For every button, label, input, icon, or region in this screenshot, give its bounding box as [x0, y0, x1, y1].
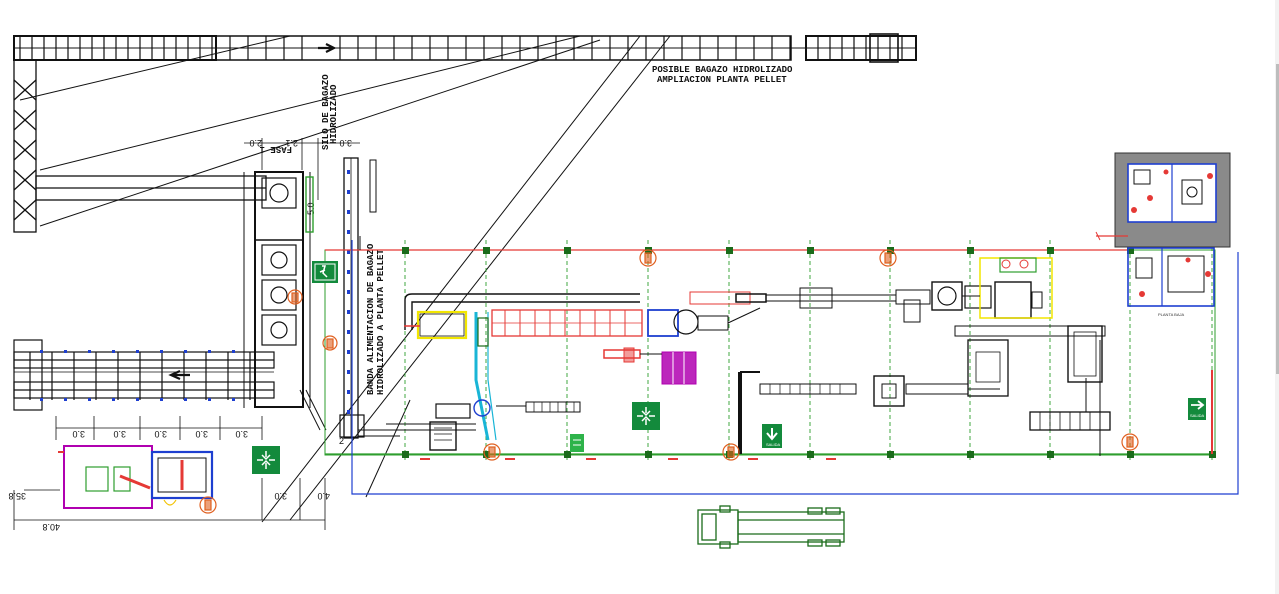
- dim-4-0: 4.0: [317, 491, 330, 501]
- process-line: [386, 257, 1111, 454]
- dim-35-8: 35.8: [8, 491, 26, 501]
- assembly-point-sign-1: [252, 446, 280, 474]
- assembly-point-sign-2: [632, 402, 660, 430]
- emergency-exit-sign-1: [312, 261, 338, 283]
- bottom-dimensions: 3.0 3.0 3.0 3.0 3.0 3.0 4.0 35.8 40.8 2: [8, 416, 344, 532]
- salida-label-1: SALIDA: [766, 442, 781, 447]
- left-conveyor-tower: [13, 59, 267, 233]
- flow-arrow-icon: [318, 43, 337, 53]
- dim-bottom-3-0-a: 3.0: [72, 429, 85, 439]
- fire-extinguisher-icon: [639, 249, 657, 267]
- fase-label: FASE 1: [259, 144, 292, 154]
- right-arrow-icon: [1191, 400, 1205, 410]
- red-markers: [420, 458, 836, 460]
- ampliacion-planta-label: AMPLIACION PLANTA PELLET: [657, 75, 787, 85]
- fire-extinguisher-icons: [199, 249, 1139, 514]
- fire-extinguisher-icon: [722, 443, 740, 461]
- fire-extinguisher-icon: [483, 443, 501, 461]
- office-block: PLANTA BAJA: [1095, 152, 1231, 317]
- dim-bottom-3-0-c: 3.0: [154, 429, 167, 439]
- assembly-point-icon: [257, 451, 275, 469]
- fire-extinguisher-icon: [199, 496, 217, 514]
- fire-extinguisher-icon: [879, 249, 897, 267]
- dim-bottom-3-0-e: 3.0: [235, 429, 248, 439]
- small-exit-sign: [570, 434, 584, 452]
- fire-extinguisher-icon: [1121, 433, 1139, 451]
- dim-5-0: 5.0: [306, 202, 316, 215]
- assembly-point-icon-2: [637, 407, 655, 425]
- running-man-icon: [319, 265, 328, 278]
- control-room-building: [58, 445, 214, 509]
- salida-label-2: SALIDA: [1190, 413, 1205, 418]
- misc-strokes: [358, 159, 1101, 456]
- dim-2: 2: [339, 436, 344, 446]
- down-arrow-icon: [766, 428, 778, 441]
- silo-sublabel: HIDROLIZADO: [329, 84, 339, 144]
- dim-3-0-right: 3.0: [274, 491, 287, 501]
- fire-extinguisher-icon: [322, 335, 338, 351]
- plant-grid: [324, 240, 1239, 495]
- silo-label: SILO DE BAGAZO: [321, 74, 331, 150]
- top-conveyor: [13, 33, 917, 63]
- emergency-exit-sign-2: SALIDA: [762, 424, 782, 448]
- flow-arrow-left-icon: [168, 369, 190, 381]
- dim-40-8: 40.8: [42, 522, 60, 532]
- posible-bagazo-label: POSIBLE BAGAZO HIDROLIZADO: [652, 65, 793, 75]
- dim-bottom-3-0-d: 3.0: [195, 429, 208, 439]
- dim-bottom-3-0-b: 3.0: [113, 429, 126, 439]
- scrollbar-thumb[interactable]: [1276, 64, 1279, 374]
- truck-icon: [697, 505, 845, 549]
- planta-baja-label: PLANTA BAJA: [1158, 312, 1184, 317]
- fire-extinguisher-icon: [287, 289, 303, 305]
- emergency-exit-sign-3: SALIDA: [1188, 398, 1206, 420]
- banda-sublabel: HIDROLIZADO A PLANTA PELLET: [376, 249, 386, 395]
- lower-left-conveyors: [13, 339, 275, 411]
- banda-label: BANDA ALIMENTACION DE BAGAZO: [366, 243, 376, 395]
